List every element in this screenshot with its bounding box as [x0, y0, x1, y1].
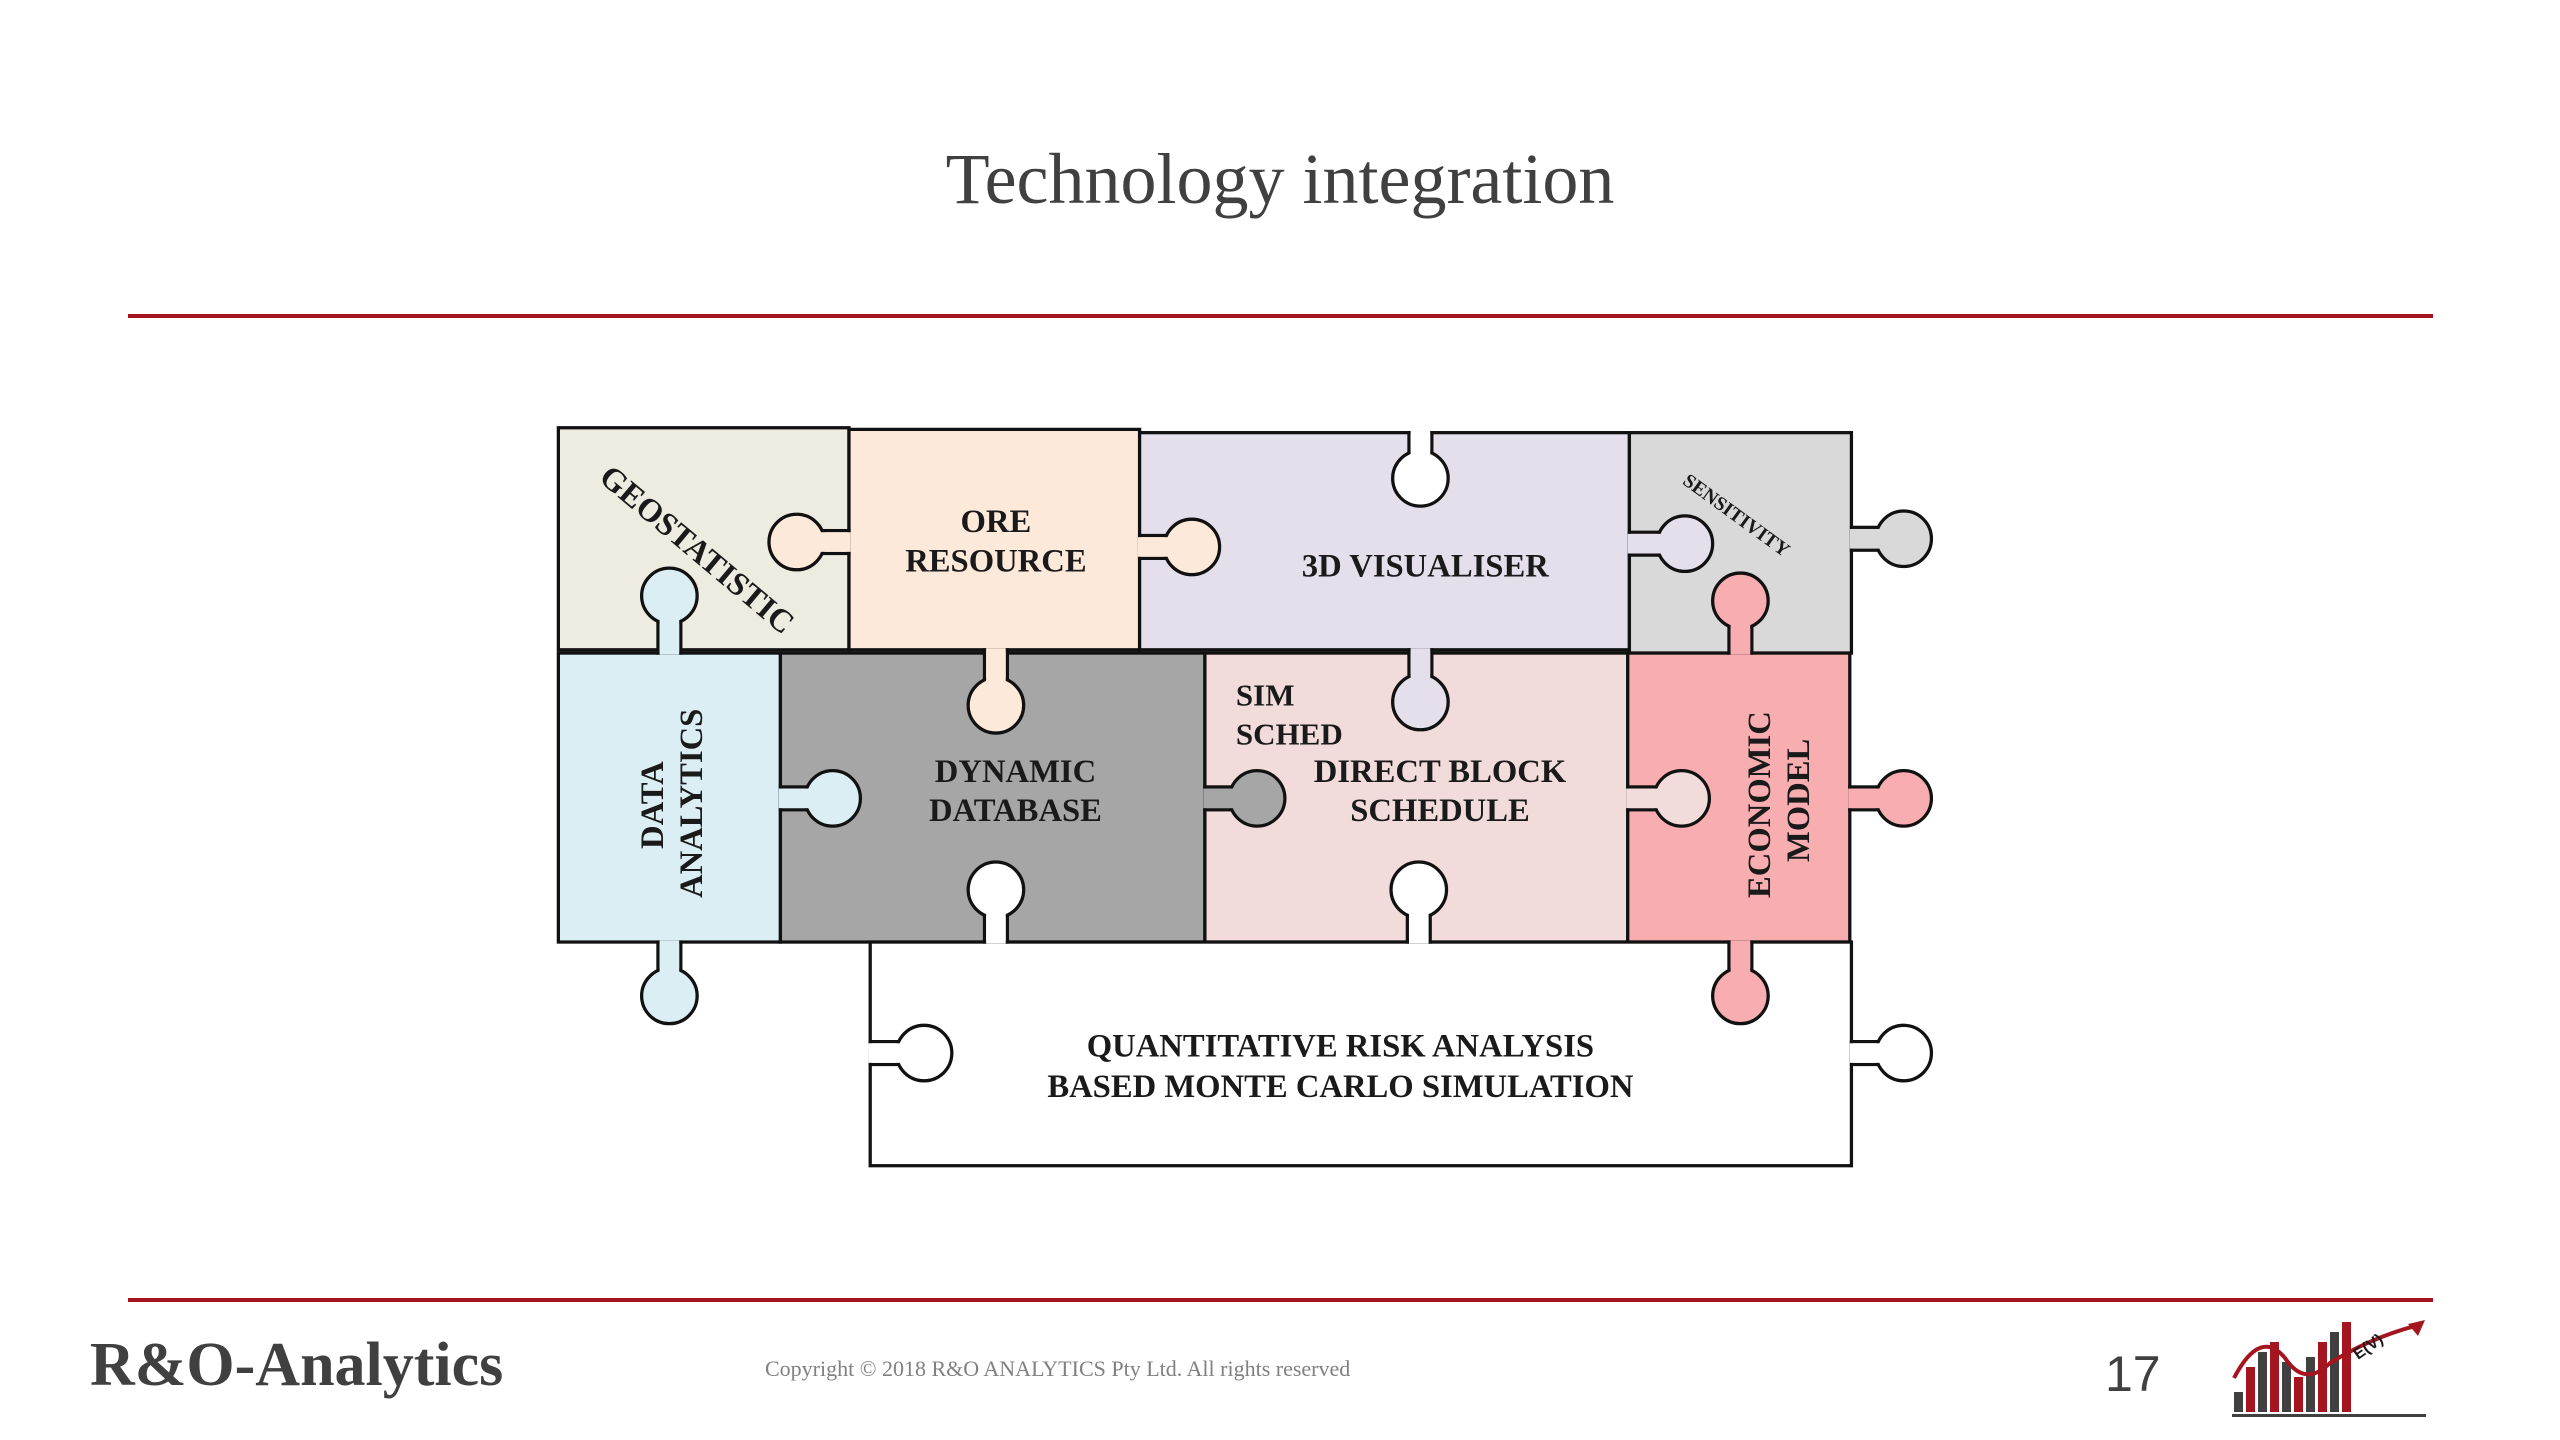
puzzle-tab	[868, 1023, 954, 1083]
label-economic-1: ECONOMIC	[1742, 711, 1778, 898]
puzzle-tab	[966, 648, 1026, 735]
label-direct-block-1: DIRECT BLOCK	[1314, 754, 1567, 790]
puzzle-tab	[1391, 648, 1450, 732]
puzzle-tab	[1849, 1023, 1934, 1083]
bottom-divider	[128, 1298, 2433, 1302]
label-direct-block-2: SCHEDULE	[1350, 793, 1530, 829]
logo-bar	[2318, 1342, 2327, 1412]
logo-bar	[2342, 1322, 2351, 1412]
top-divider	[128, 314, 2433, 318]
puzzle-tab	[1848, 768, 1934, 828]
puzzle-tab	[1627, 514, 1715, 574]
puzzle-tab	[1711, 940, 1770, 1026]
label-qra-1: QUANTITATIVE RISK ANALYSIS	[1087, 1028, 1594, 1064]
piece-qra	[868, 940, 1854, 1168]
logo-bar	[2306, 1357, 2315, 1412]
puzzle-tab	[1203, 768, 1287, 828]
copyright-text: Copyright © 2018 R&O ANALYTICS Pty Ltd. …	[765, 1356, 1351, 1381]
label-data-analytics-2: ANALYTICS	[674, 709, 710, 898]
slide-title: Technology integration	[945, 139, 1615, 219]
label-ore-resource-2: RESOURCE	[905, 543, 1086, 579]
puzzle-tab	[1391, 431, 1450, 508]
piece-visualiser	[1137, 431, 1632, 652]
puzzle-tab	[966, 860, 1026, 944]
label-dynamic-database-2: DATABASE	[929, 793, 1102, 829]
company-logo: E(V)	[2232, 1320, 2426, 1417]
puzzle-tab	[640, 566, 699, 655]
puzzle-tab	[640, 940, 699, 1026]
label-data-analytics-1: DATA	[635, 761, 671, 849]
puzzle-tab	[1711, 571, 1770, 655]
puzzle-tab	[1626, 768, 1712, 828]
logo-bar	[2246, 1367, 2255, 1412]
label-economic-2: MODEL	[1781, 739, 1817, 862]
logo-bar	[2234, 1392, 2243, 1412]
label-ore-resource-1: ORE	[961, 504, 1032, 540]
logo-bar	[2294, 1377, 2303, 1412]
label-3d-visualiser: 3D VISUALISER	[1302, 548, 1549, 584]
logo-bar	[2330, 1332, 2339, 1412]
brand-name: R&O-Analytics	[90, 1331, 504, 1399]
puzzle-tab	[767, 512, 851, 572]
logo-bar	[2270, 1342, 2279, 1412]
logo-bar	[2282, 1362, 2291, 1412]
puzzle-tab	[1389, 860, 1449, 944]
page-number: 17	[2105, 1346, 2161, 1402]
label-qra-2: BASED MONTE CARLO SIMULATION	[1047, 1069, 1634, 1105]
puzzle-tab	[1849, 509, 1934, 569]
puzzle-tab	[778, 768, 863, 828]
label-sched: SCHED	[1236, 716, 1343, 751]
label-sim: SIM	[1236, 677, 1295, 712]
logo-bar	[2258, 1352, 2267, 1412]
puzzle-tab	[1137, 517, 1222, 577]
label-dynamic-database-1: DYNAMIC	[935, 754, 1096, 790]
